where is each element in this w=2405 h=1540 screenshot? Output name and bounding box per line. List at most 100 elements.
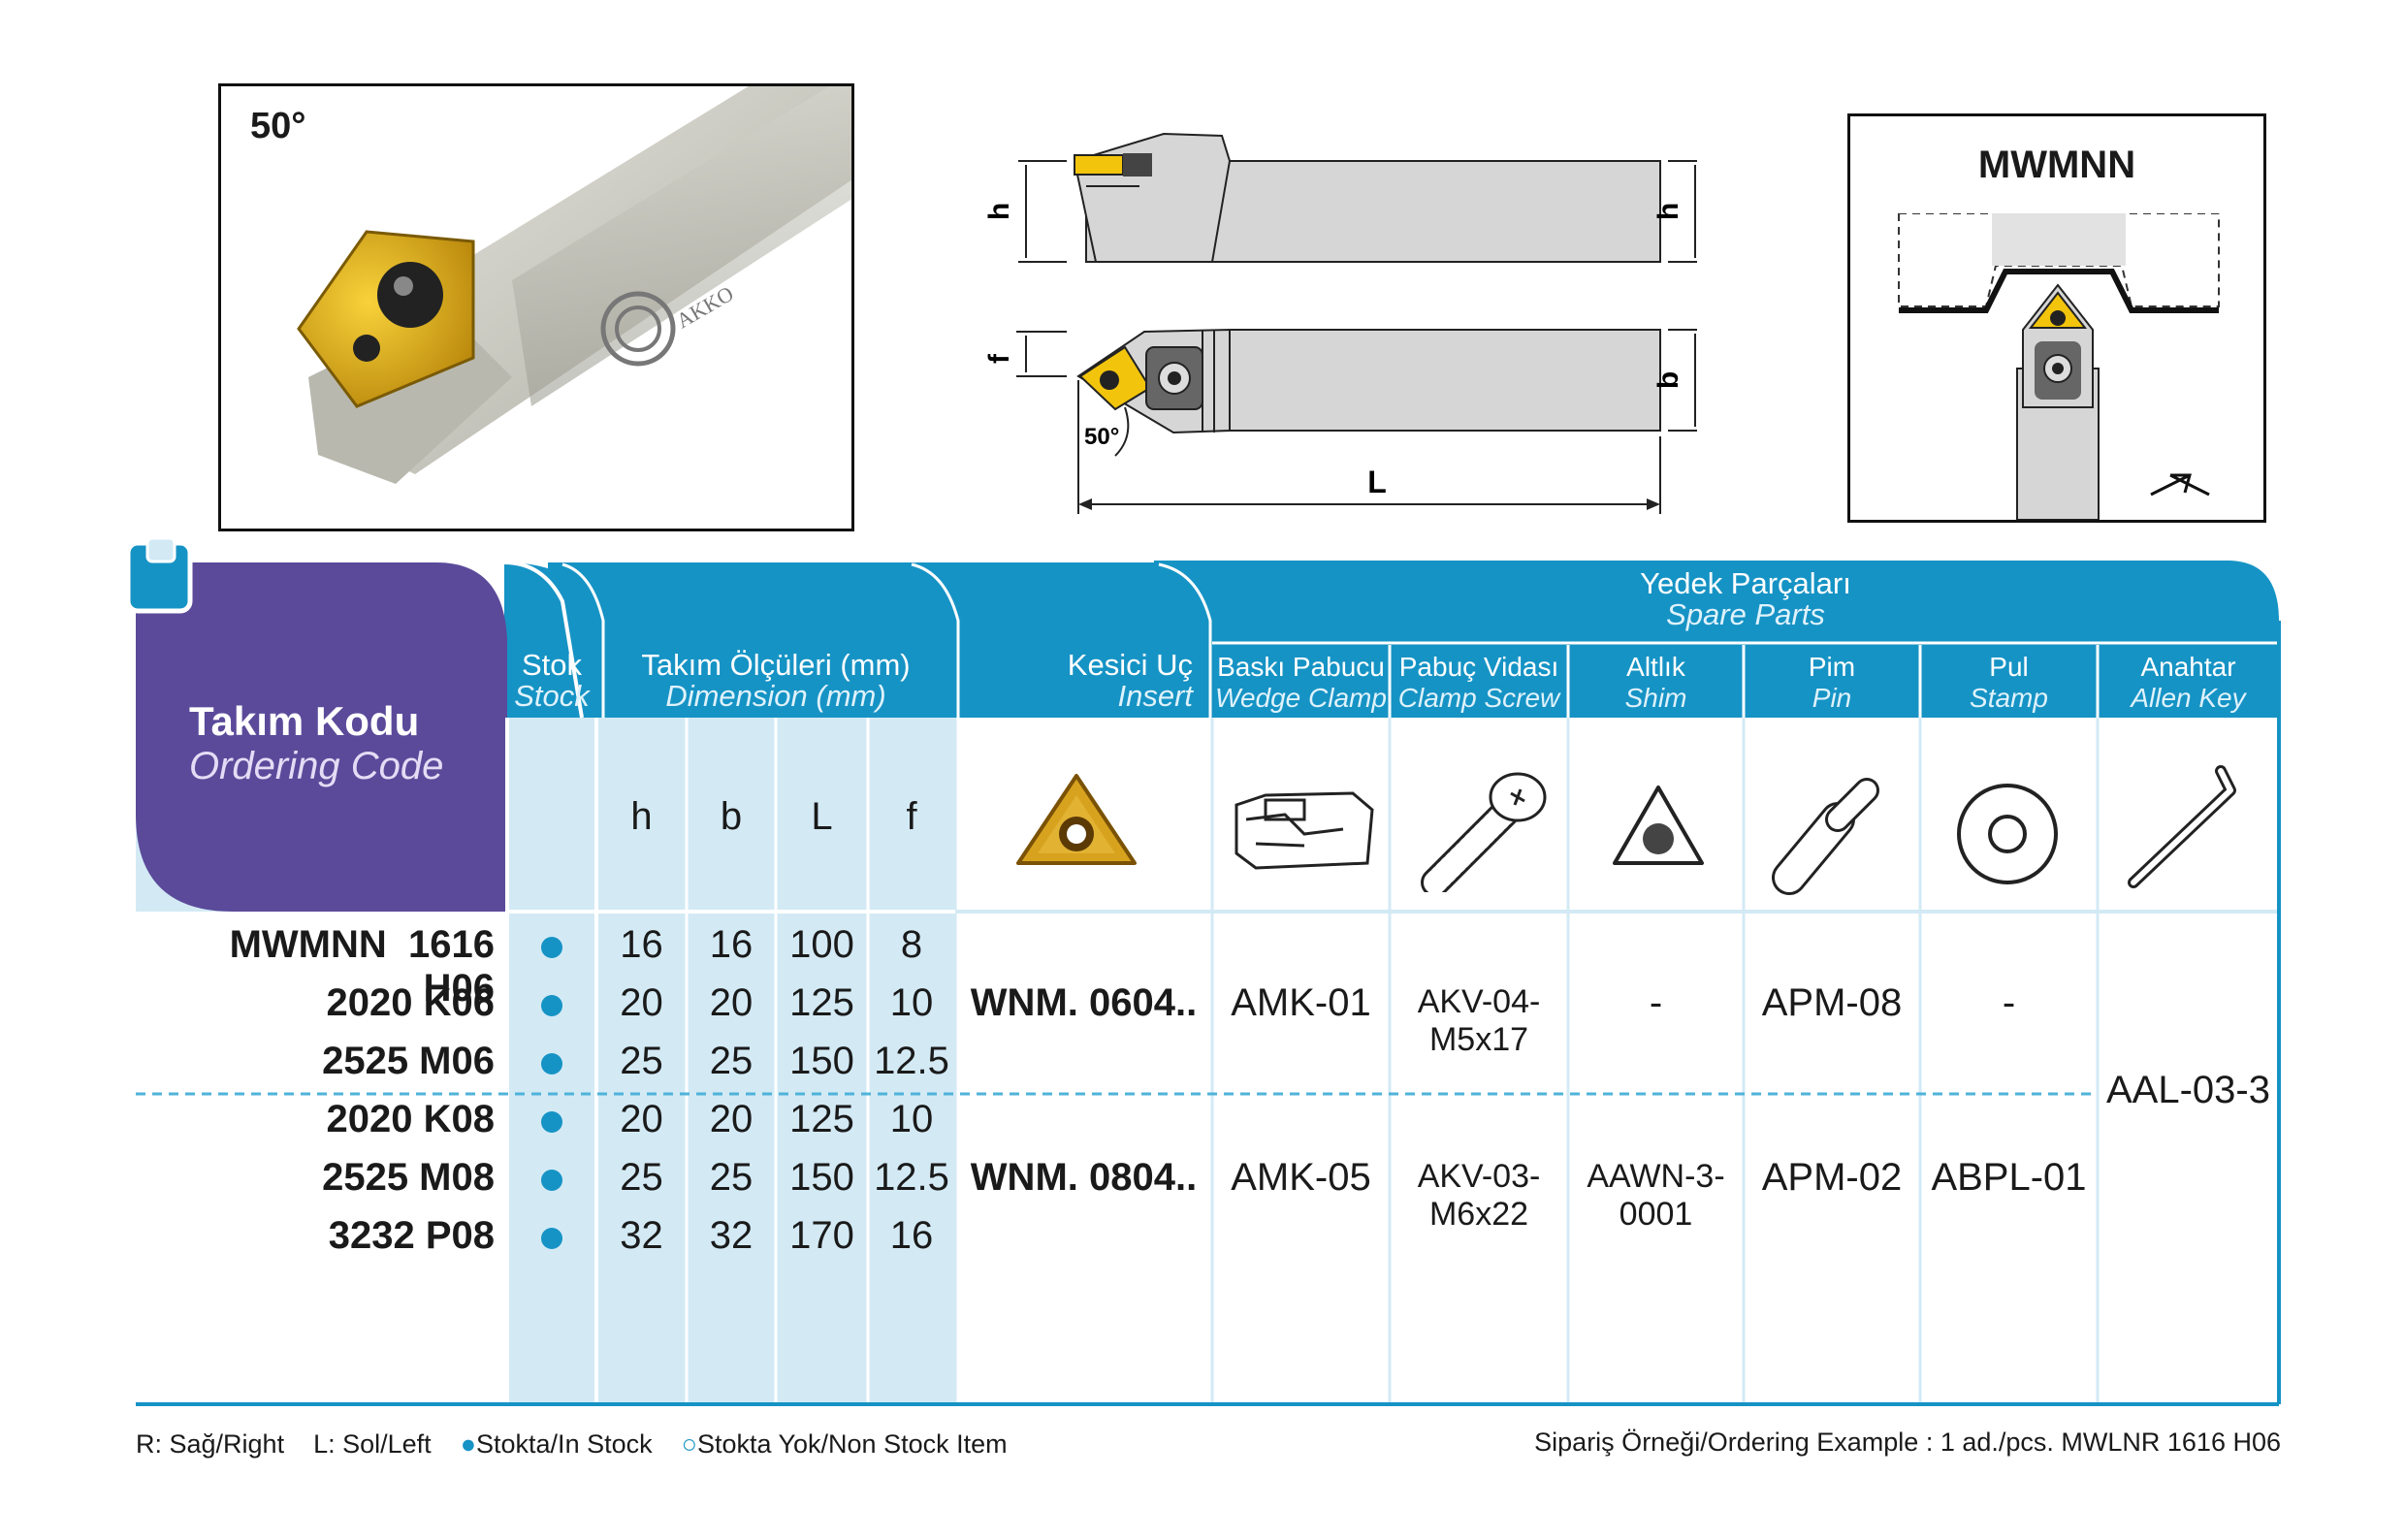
dimensions-header-en: Dimension (mm) xyxy=(665,679,886,713)
ordering-code-en: Ordering Code xyxy=(189,745,444,787)
shim-code: AAWN-3-0001 xyxy=(1587,1158,1725,1233)
dim-L: L xyxy=(1367,465,1387,499)
table-row: 2525 M06 xyxy=(175,1040,495,1083)
clamp-screw-en: Clamp Screw xyxy=(1397,683,1560,713)
insert-header-en: Insert xyxy=(1117,679,1193,713)
insert-code: WNM. 0804.. xyxy=(970,1156,1198,1199)
insert-icon xyxy=(1016,774,1137,865)
stamp-code: ABPL-01 xyxy=(1931,1156,2087,1199)
clamp-screw-code: AKV-03-M6x22 xyxy=(1417,1158,1541,1233)
product-photo: AKKO 50° xyxy=(218,83,854,531)
wedge-clamp-code: AMK-01 xyxy=(1231,981,1371,1024)
cell-h: 25 xyxy=(620,1156,663,1199)
wedge-clamp-en: Wedge Clamp xyxy=(1215,683,1387,713)
legend-left: L: Sol/Left xyxy=(313,1429,432,1459)
ordering-code-tr: Takım Kodu xyxy=(189,698,420,744)
col-b: b xyxy=(720,795,743,838)
row-prefix: MWMNN xyxy=(229,923,387,966)
stamp-code: - xyxy=(2002,981,2016,1024)
stock-header: Stok Stock xyxy=(507,650,596,712)
pin-code: APM-02 xyxy=(1761,1156,1903,1199)
row-code: 1616 H06 xyxy=(408,923,495,1010)
schematic-title: MWMNN xyxy=(1977,144,2136,186)
spare-parts-header: Yedek Parçaları Spare Parts xyxy=(1212,568,2279,630)
table-row: 2525 M08 xyxy=(175,1156,495,1200)
clamp-screw-header: Pabuç Vidası Clamp Screw xyxy=(1390,652,1568,714)
in-stock-dot xyxy=(541,1170,562,1191)
tool-holder-photo: AKKO xyxy=(297,86,851,484)
cell-b: 25 xyxy=(709,1040,754,1082)
shim-header: Altlık Shim xyxy=(1568,652,1744,714)
clamp-screw-icon xyxy=(1421,772,1547,892)
stamp-icon xyxy=(1957,784,2058,884)
dimensions-header: Takım Ölçüleri (mm) Dimension (mm) xyxy=(596,650,955,712)
allen-key-header: Anahtar Allen Key xyxy=(2098,652,2279,714)
cell-L: 100 xyxy=(789,923,854,966)
cell-h: 20 xyxy=(620,1098,663,1140)
ordering-code-header-bg xyxy=(136,562,507,912)
schematic-drawing xyxy=(1898,213,2220,520)
cell-f: 12.5 xyxy=(874,1040,949,1082)
dim-h-right: h xyxy=(1652,203,1684,220)
insert-header: Kesici Uç Insert xyxy=(955,650,1193,712)
cell-b: 20 xyxy=(709,981,754,1024)
cell-L: 125 xyxy=(789,981,854,1024)
col-L: L xyxy=(811,795,833,838)
cell-h: 32 xyxy=(620,1214,663,1257)
col-f: f xyxy=(906,795,917,838)
table-row: 3232 P08 xyxy=(175,1214,495,1258)
ordering-code-header: Takım Kodu Ordering Code xyxy=(189,698,443,788)
allen-key-en: Allen Key xyxy=(2131,683,2246,713)
cell-f: 8 xyxy=(900,923,923,966)
dim-angle: 50° xyxy=(1084,424,1119,450)
pin-code: APM-08 xyxy=(1761,981,1903,1024)
dimensions-header-tr: Takım Ölçüleri (mm) xyxy=(641,648,911,682)
wedge-clamp-icon xyxy=(1235,791,1374,870)
in-stock-dot xyxy=(541,995,562,1016)
cell-h: 16 xyxy=(620,923,663,966)
cell-L: 125 xyxy=(789,1098,854,1140)
cell-f: 16 xyxy=(889,1214,934,1257)
cell-L: 150 xyxy=(789,1156,854,1199)
cell-b: 25 xyxy=(709,1156,754,1199)
non-stock-legend-icon: ○ xyxy=(681,1429,697,1459)
in-stock-dot xyxy=(541,1111,562,1133)
cell-h: 20 xyxy=(620,981,663,1024)
shim-tr: Altlık xyxy=(1626,652,1685,682)
stock-header-tr: Stok xyxy=(521,648,583,682)
row-code: 2525 M06 xyxy=(322,1040,495,1082)
shim-en: Shim xyxy=(1624,683,1687,713)
table-row: MWMNN 1616 H06 xyxy=(175,923,495,1011)
insert-code: WNM. 0604.. xyxy=(970,981,1198,1024)
legend-in-stock: Stokta/In Stock xyxy=(476,1429,653,1459)
cell-L: 170 xyxy=(789,1214,854,1257)
footer-legend: R: Sağ/Right L: Sol/Left ●Stokta/In Stoc… xyxy=(136,1429,1008,1460)
cell-f: 10 xyxy=(889,981,934,1024)
table-row: 2020 K08 xyxy=(175,1098,495,1141)
pin-en: Pin xyxy=(1812,683,1852,713)
cell-b: 16 xyxy=(709,923,754,966)
clamp-screw-code: AKV-04-M5x17 xyxy=(1417,983,1541,1058)
pin-header: Pim Pin xyxy=(1744,652,1920,714)
stock-header-en: Stock xyxy=(514,679,590,713)
in-stock-legend-icon: ● xyxy=(460,1429,477,1459)
pin-icon xyxy=(1772,778,1879,895)
dim-b: b xyxy=(1652,371,1684,389)
allen-key-tr: Anahtar xyxy=(2140,652,2236,682)
in-stock-dot xyxy=(541,1228,562,1249)
cell-f: 10 xyxy=(889,1098,934,1140)
stamp-tr: Pul xyxy=(1989,652,2029,682)
ordering-example: Sipariş Örneği/Ordering Example : 1 ad./… xyxy=(1534,1428,2281,1457)
allen-key-code: AAL-03-3 xyxy=(2106,1069,2270,1111)
shim-code: - xyxy=(1649,981,1663,1024)
wedge-clamp-tr: Baskı Pabucu xyxy=(1217,652,1385,682)
technical-drawing: h h f b L 50° xyxy=(983,132,1697,514)
cell-L: 150 xyxy=(789,1040,854,1082)
dim-f: f xyxy=(983,353,1015,364)
insert-header-tr: Kesici Uç xyxy=(1067,648,1193,682)
cell-b: 20 xyxy=(709,1098,754,1140)
col-h: h xyxy=(630,795,653,838)
row-code: 3232 P08 xyxy=(328,1214,495,1257)
stamp-en: Stamp xyxy=(1970,683,2048,713)
cell-f: 12.5 xyxy=(874,1156,949,1199)
